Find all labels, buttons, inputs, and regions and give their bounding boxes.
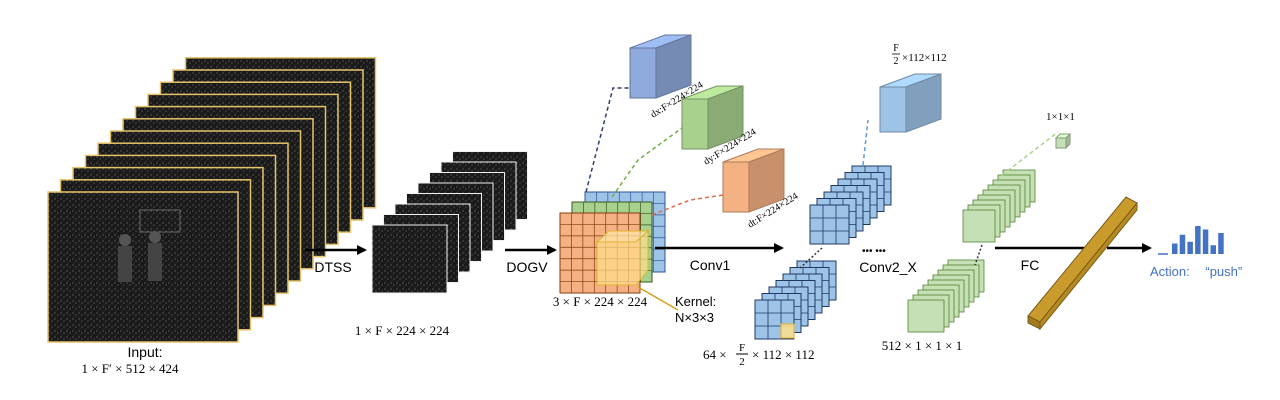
half-volume-connector [862, 119, 869, 166]
feature-slab [907, 299, 945, 333]
dy-volume [681, 85, 744, 150]
half-volume-rest: ×112×112 [902, 52, 947, 64]
half-volume-den: 2 [894, 56, 899, 67]
input-frame-stack [47, 57, 377, 343]
action-score-bar [1187, 241, 1193, 254]
scene-board [139, 209, 181, 233]
dx-volume [629, 34, 692, 99]
dtss-dims: 1 × F × 224 × 224 [355, 323, 450, 338]
unit-volume [1054, 132, 1072, 150]
dx-connector [585, 87, 630, 193]
input-label: Input: [127, 344, 162, 360]
dt-connector [651, 194, 724, 216]
feature-slab [962, 209, 996, 243]
kernel-size: N×3×3 [675, 310, 714, 325]
conv1-dims-prefix: 64 × [703, 347, 727, 362]
conv1-dims-num: F [739, 342, 745, 354]
conv-feature-stack-top [809, 165, 892, 245]
conv2-slab-stack-bottom [907, 259, 985, 333]
dt-volume [722, 148, 785, 213]
dogv-label: DOGV [506, 259, 548, 275]
conv-kernel-highlight [780, 323, 795, 339]
conv-feature-stack-bottom [754, 260, 837, 340]
unit-volume-connector [1001, 131, 1059, 176]
kernel-highlight [595, 228, 650, 286]
feature-map-slice [809, 204, 850, 245]
person-body [118, 246, 132, 282]
person-head [149, 231, 161, 243]
action-score-bar [1179, 234, 1186, 254]
conv2-dims: 512 × 1 × 1 × 1 [882, 338, 963, 353]
cuboid-front-face [879, 86, 907, 133]
fc-bar [1027, 196, 1138, 331]
slab-link-dotted [974, 244, 983, 266]
conv1-dims-suffix: × 112 × 112 [752, 347, 814, 362]
cuboid-front-face [1055, 137, 1067, 149]
cuboid-front-face [722, 161, 750, 213]
kernel-pointer [637, 286, 679, 311]
dtss-frame-stack [371, 151, 528, 294]
dogv-gradient-grids [559, 191, 666, 294]
action-label: Action: “push” [1150, 264, 1242, 279]
conv2-label: Conv2_X [859, 259, 917, 275]
dtss-frame [371, 224, 448, 294]
conv2-slab-stack-top [962, 169, 1036, 243]
action-key: Action: [1150, 264, 1190, 279]
action-score-bar [1172, 243, 1178, 254]
conv1-label: Conv1 [690, 257, 731, 273]
person-head [119, 234, 131, 246]
dtss-label: DTSS [314, 259, 351, 275]
kernel-label: Kernel: [675, 294, 716, 309]
cuboid-front-face [681, 98, 709, 150]
stack-link-dotted [799, 247, 823, 269]
input-dims: 1 × F′ × 512 × 424 [81, 361, 179, 376]
action-score-bar [1195, 226, 1201, 254]
dy-connector [611, 127, 683, 198]
input-frame [47, 191, 239, 343]
action-value: “push” [1205, 264, 1242, 279]
dogv-dims: 3 × F × 224 × 224 [553, 294, 648, 309]
half-volume-num: F [893, 43, 899, 54]
person-body [148, 243, 162, 281]
action-histogram [1158, 226, 1224, 255]
unit-volume-label: 1×1×1 [1046, 111, 1075, 123]
action-score-bar [1210, 245, 1216, 254]
half-size-volume [879, 73, 942, 133]
action-score-bar [1202, 229, 1209, 254]
cuboid-front-face [629, 47, 657, 99]
action-score-bar [1218, 233, 1224, 254]
fc-label: FC [1021, 257, 1040, 273]
conv1-dims-den: 2 [739, 356, 745, 368]
conv2-ellipsis: ••• ••• [862, 246, 886, 257]
